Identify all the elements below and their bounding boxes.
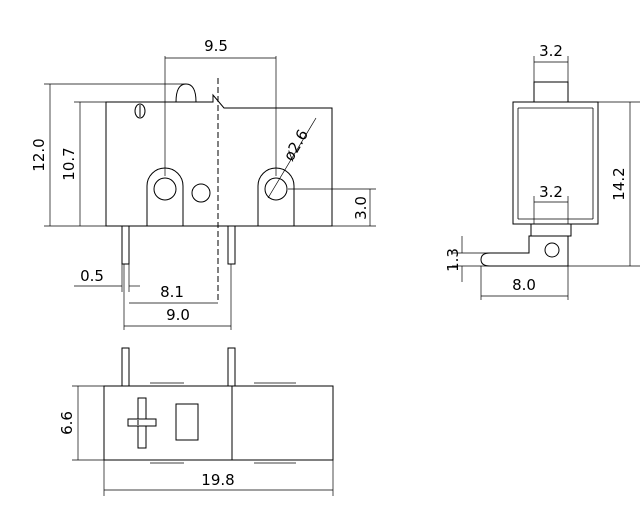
actuator-bump bbox=[175, 83, 197, 103]
side-terminal bbox=[480, 235, 569, 267]
dim-total-height: 12.0 bbox=[30, 138, 48, 171]
rivet-mark bbox=[134, 103, 146, 119]
dim-pin-spacing: 9.0 bbox=[166, 306, 190, 324]
dim-top-width: 6.6 bbox=[58, 411, 76, 435]
pivot-circle bbox=[191, 183, 211, 203]
dim-lever-thickness: 1.3 bbox=[444, 248, 462, 272]
top-view: 6.6 19.8 bbox=[58, 347, 334, 496]
cross-horizontal bbox=[127, 418, 157, 427]
side-lug bbox=[530, 223, 572, 237]
dim-pin-width: 0.5 bbox=[80, 267, 104, 285]
pin-left bbox=[121, 225, 130, 265]
pin-right bbox=[227, 225, 236, 265]
dim-inner-width: 3.2 bbox=[539, 183, 563, 201]
mount-hole-left bbox=[153, 177, 177, 201]
side-body bbox=[512, 101, 599, 225]
dim-top-length: 19.8 bbox=[201, 471, 234, 489]
top-pin-right bbox=[227, 347, 236, 387]
dim-plunger-width: 3.2 bbox=[539, 42, 563, 60]
dim-lever-length: 8.0 bbox=[512, 276, 536, 294]
side-view: 3.2 3.2 14.2 1.3 8.0 bbox=[444, 42, 640, 300]
mount-hole-right bbox=[264, 177, 288, 201]
dim-side-height: 14.2 bbox=[610, 167, 628, 200]
top-window bbox=[175, 403, 199, 441]
dim-hole-spacing: 9.5 bbox=[204, 37, 228, 55]
top-pin-left bbox=[121, 347, 130, 387]
dim-pin-offset: 8.1 bbox=[160, 283, 184, 301]
front-body-outline bbox=[105, 93, 333, 227]
front-view: 9.5 ø2.6 12.0 10.7 3.0 0.5 8.1 9.0 bbox=[30, 37, 376, 330]
dim-hole-height: 3.0 bbox=[352, 196, 370, 220]
plunger bbox=[533, 81, 569, 103]
dim-body-height: 10.7 bbox=[60, 147, 78, 180]
terminal-hole bbox=[544, 242, 560, 258]
